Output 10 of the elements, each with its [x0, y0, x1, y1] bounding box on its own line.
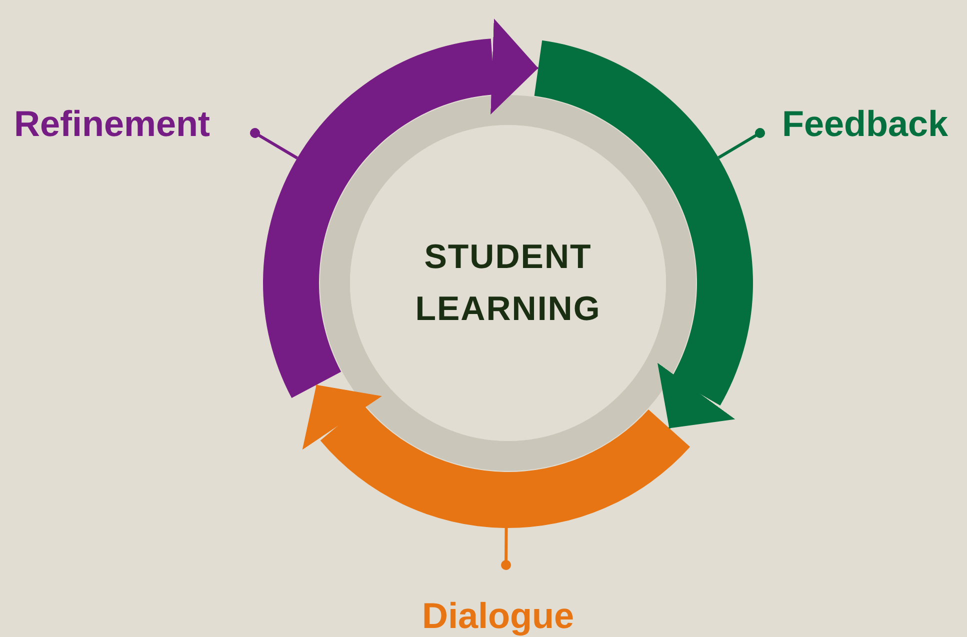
arrowhead [657, 362, 736, 429]
leader-line [501, 528, 511, 570]
step-label: Dialogue [422, 596, 574, 636]
center-title: STUDENT LEARNING [414, 237, 602, 330]
arrowhead [490, 18, 538, 114]
arrowhead [302, 384, 382, 450]
step-label: Feedback [782, 104, 948, 144]
leader-line [718, 128, 765, 159]
step-label: Refinement [14, 104, 210, 144]
leader-line [250, 128, 298, 160]
